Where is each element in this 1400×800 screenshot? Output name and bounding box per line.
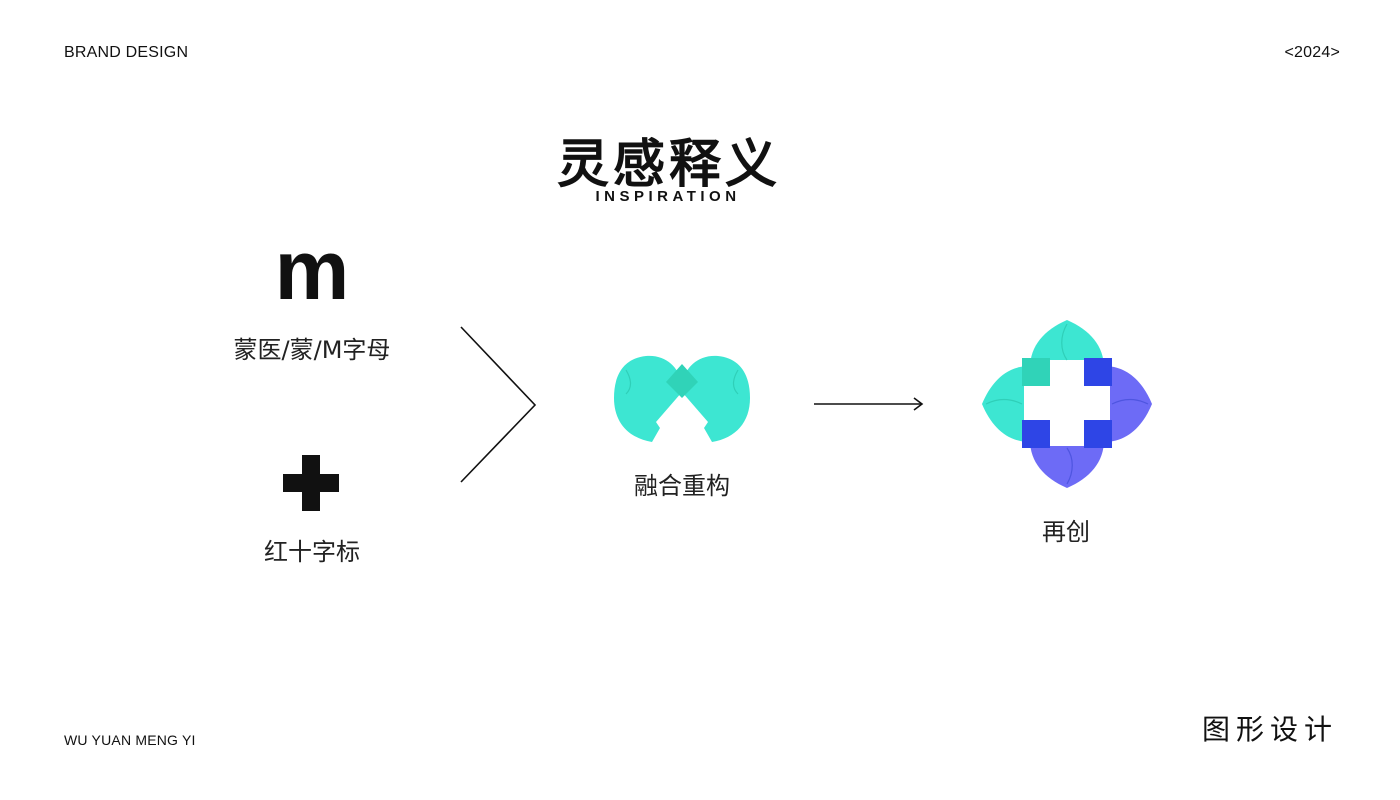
cross-source-label: 红十字标 [264, 538, 360, 566]
letter-source-label: 蒙医/蒙/M字母 [233, 336, 391, 364]
petal-cross-logo-icon [982, 320, 1152, 488]
section-label: 图形设计 [1201, 713, 1338, 746]
page-subtitle: INSPIRATION [595, 188, 741, 205]
brand-design-label: BRAND DESIGN [64, 44, 189, 61]
letter-m-glyph: m [274, 223, 350, 317]
fused-m-mark-icon [614, 355, 750, 442]
merge-bracket-icon [460, 326, 537, 483]
year-label: <2024> [1284, 44, 1340, 61]
page-title: 灵感释义 [556, 135, 781, 195]
company-name-label: WU YUAN MENG YI [64, 732, 196, 748]
result-label: 再创 [1042, 518, 1090, 546]
cross-icon [283, 455, 339, 511]
fusion-label: 融合重构 [634, 472, 730, 500]
arrow-right-icon [814, 397, 924, 411]
